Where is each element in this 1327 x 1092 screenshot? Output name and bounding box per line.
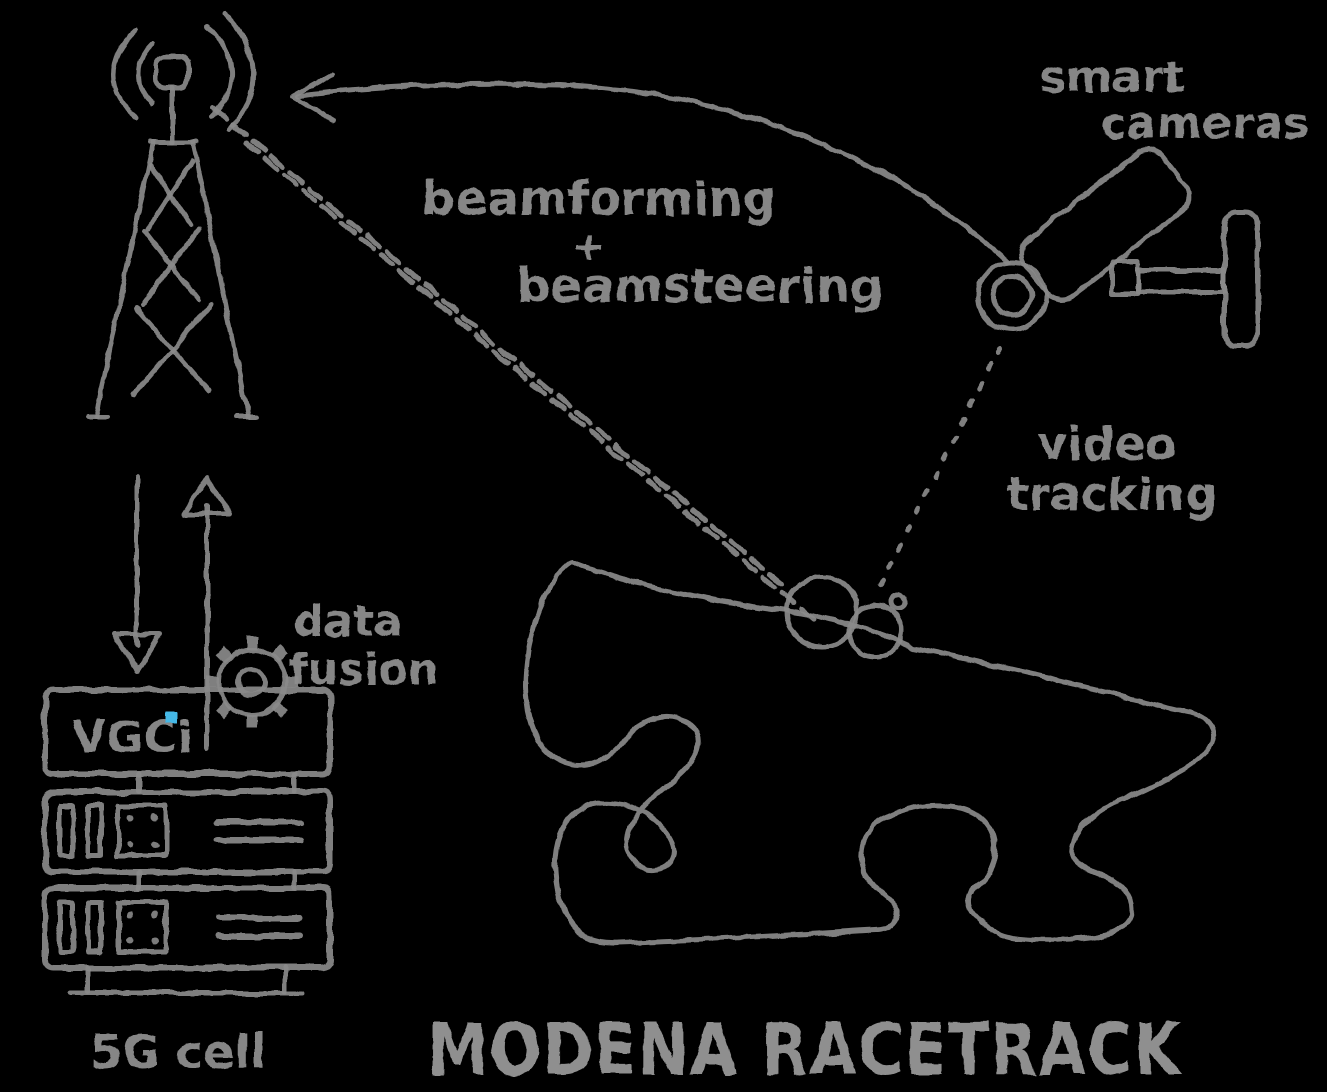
server-rack-icon: VGCi [42, 687, 333, 996]
uplink-arrow [181, 475, 233, 751]
arrowhead-down [111, 631, 163, 673]
label-fusion: fusion [289, 645, 439, 695]
label-beamforming: beamforming [422, 172, 776, 227]
camera-lens-outer [975, 259, 1049, 333]
beam-dashed-lines [211, 105, 817, 623]
camera-mount-arm [1135, 267, 1227, 295]
label-video: video [1038, 418, 1176, 471]
camera-mount-joint [1109, 259, 1141, 297]
camera-to-tower-link [290, 71, 1011, 265]
video-tracking-dashed-line [875, 345, 1003, 593]
rack-unit-bottom [42, 885, 333, 971]
page-title: MODENA RACETRACK [428, 1008, 1184, 1091]
downlink-arrow [111, 475, 163, 673]
label-5g-cell: 5G cell [90, 1025, 266, 1079]
arrowhead-left [290, 71, 337, 123]
rack-stand [67, 965, 306, 996]
label-tracking: tracking [1007, 468, 1217, 521]
rack-unit-top [42, 687, 333, 777]
label-cameras: cameras [1100, 98, 1309, 149]
motorcycle-icon [784, 574, 908, 660]
camera-lens-inner [990, 274, 1034, 318]
label-beamsteering: beamsteering [517, 259, 884, 314]
camera-wall-plate [1221, 209, 1261, 349]
cell-tower-icon [85, 53, 259, 419]
server-vents-mid [57, 803, 303, 859]
camera-body [1018, 147, 1192, 303]
label-smart: smart [1040, 52, 1184, 103]
server-vents-bottom [57, 899, 303, 955]
label-data: data [293, 597, 402, 647]
rack-unit-mid [42, 789, 333, 875]
arrowhead-up [181, 475, 233, 517]
camera-icon [975, 147, 1261, 349]
gear-icon [206, 636, 298, 728]
label-plus: + [572, 224, 606, 270]
logo-accent-dot [166, 712, 178, 723]
signal-waves-icon [111, 11, 256, 131]
racetrack-outline [523, 559, 1216, 946]
